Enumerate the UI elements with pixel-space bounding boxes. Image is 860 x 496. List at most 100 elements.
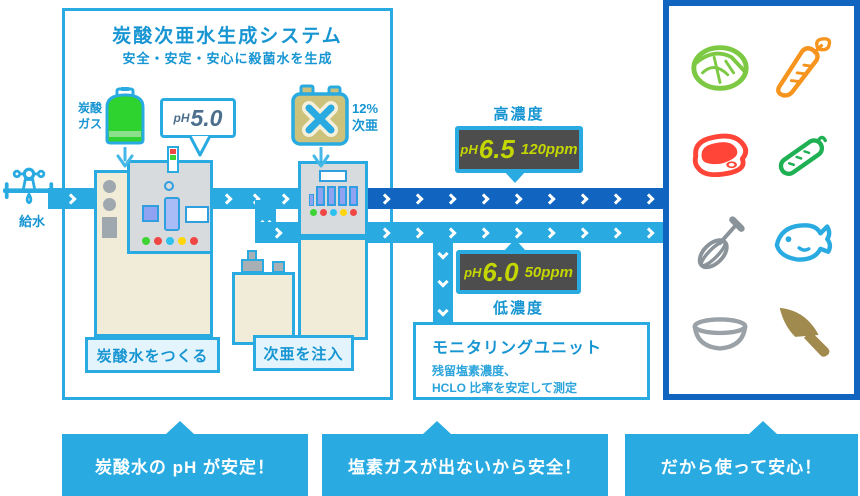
system-subtitle: 安全・安定・安心に殺菌水を生成 [122, 51, 333, 66]
indicator-light [339, 209, 347, 216]
cucumber-icon [778, 135, 827, 176]
hypo-label-line1: 12% [352, 101, 379, 116]
flow-chevron-icon [437, 305, 449, 317]
usage-row [669, 213, 854, 275]
pipe-carbonated-water [213, 188, 298, 209]
machine2-caption: 次亜を注入 [253, 335, 354, 371]
usage-row [669, 302, 854, 364]
whisk-icon [698, 216, 746, 270]
indicator-light [154, 237, 162, 245]
hypo-label-line2: 次亜 [352, 117, 379, 133]
pipe-water-supply [48, 188, 94, 209]
panel-display [185, 206, 209, 223]
high-concentration-display: pH 6.5 120ppm [455, 126, 583, 173]
monitoring-description: 残留塩素濃度、 HCLO 比率を安定して測定 [432, 363, 647, 397]
ph-prefix: pH [460, 142, 478, 157]
callout-text: 塩素ガスが出ないから安全！ [348, 457, 582, 477]
ph5-bubble: pH 5.0 [160, 98, 236, 138]
indicator-light [329, 209, 337, 216]
machine1-knob [103, 180, 116, 193]
bowl-icon [692, 316, 748, 351]
high-concentration-label: 高濃度 [493, 106, 545, 123]
display-pointer [504, 171, 526, 183]
knife-icon [779, 307, 830, 357]
sensor-green-segment [170, 155, 176, 160]
flow-chevron-icon [437, 248, 449, 260]
flow-chevron-icon [576, 226, 589, 239]
callout-safe-to-use: だから使って安心！ [625, 421, 858, 496]
tank-nozzle [241, 259, 264, 273]
machine1-vent [102, 217, 117, 238]
ph-value: 6.5 [478, 134, 515, 164]
panel-level-bars [308, 186, 358, 206]
pipe-low-inlet [255, 222, 298, 243]
low-concentration-display: pH 6.0 50ppm [456, 250, 581, 294]
flow-chevron-icon [278, 192, 290, 205]
callout-ph-stable: 炭酸水の pH が安定！ [62, 421, 308, 496]
bubble-tail [188, 136, 212, 157]
usage-items-panel [663, 0, 860, 400]
level-bar [337, 186, 347, 206]
flow-chevron-icon [411, 192, 424, 205]
callout-text: だから使って安心！ [660, 457, 823, 477]
hypochlorite-label: 12% 次亜 [352, 101, 378, 135]
carrot-icon [775, 37, 831, 99]
hypochlorite-tank [232, 272, 295, 345]
monitoring-title: モニタリングユニット [432, 340, 603, 357]
ph-value: 6.0 [482, 256, 519, 287]
indicator-light [142, 237, 150, 245]
pipe-low-concentration [368, 222, 665, 243]
flow-chevron-icon [65, 192, 77, 205]
meat-icon [693, 133, 749, 177]
ph-prefix: pH [173, 111, 190, 125]
flow-chevron-icon [378, 226, 391, 239]
ppm-value: 50ppm [524, 263, 573, 281]
monitoring-desc-line1: 残留塩素濃度、 [432, 364, 517, 378]
indicator-light [309, 209, 317, 216]
co2-label-line1: 炭酸 [77, 101, 102, 115]
fish-icon [774, 223, 832, 262]
flow-chevron-icon [510, 226, 523, 239]
flow-chevron-icon [477, 192, 490, 205]
machine2-control-panel [298, 161, 368, 237]
indicator-light [319, 209, 327, 216]
panel-indicator-lights [130, 237, 210, 245]
pipe-to-monitoring [433, 240, 453, 325]
machine1-caption: 炭酸水をつくる [85, 337, 220, 373]
down-arrow-icon [116, 147, 134, 168]
monitoring-unit-box: モニタリングユニット 残留塩素濃度、 HCLO 比率を安定して測定 [413, 322, 650, 400]
flow-chevron-icon [642, 226, 655, 239]
flow-chevron-icon [437, 276, 449, 289]
flow-chevron-icon [444, 192, 457, 205]
co2-label-line2: ガス [77, 116, 102, 131]
flow-chevron-icon [642, 192, 655, 205]
panel-indicator-lights [309, 209, 357, 216]
co2-gas-cylinder-icon [105, 87, 145, 145]
level-bar [315, 186, 325, 206]
hypochlorite-can-icon [291, 84, 349, 146]
flow-chevron-icon [411, 226, 424, 239]
callout-text: 炭酸水の pH が安定！ [94, 457, 276, 477]
monitoring-desc-line2: HCLO 比率を安定して測定 [432, 380, 577, 395]
callout-no-chlorine-gas: 塩素ガスが出ないから安全！ [322, 421, 608, 496]
display-pointer [504, 239, 526, 251]
callout-pointer [166, 421, 194, 434]
panel-button [142, 205, 159, 222]
low-concentration-label: 低濃度 [492, 300, 544, 317]
indicator-light [349, 209, 357, 216]
cabbage-icon [691, 45, 749, 92]
indicator-light [166, 237, 174, 245]
flow-chevron-icon [609, 226, 622, 239]
flow-chevron-icon [576, 192, 589, 205]
ppm-value: 120ppm [520, 141, 578, 158]
pipe-high-concentration [368, 188, 665, 209]
indicator-light [190, 237, 198, 245]
panel-display [319, 170, 347, 182]
co2-gas-label: 炭酸 ガス [72, 101, 102, 132]
flow-chevron-icon [543, 192, 556, 205]
panel-lever [164, 197, 180, 231]
sensor-red-segment [170, 149, 176, 154]
panel-gauge [164, 181, 174, 191]
usage-row [669, 125, 854, 187]
